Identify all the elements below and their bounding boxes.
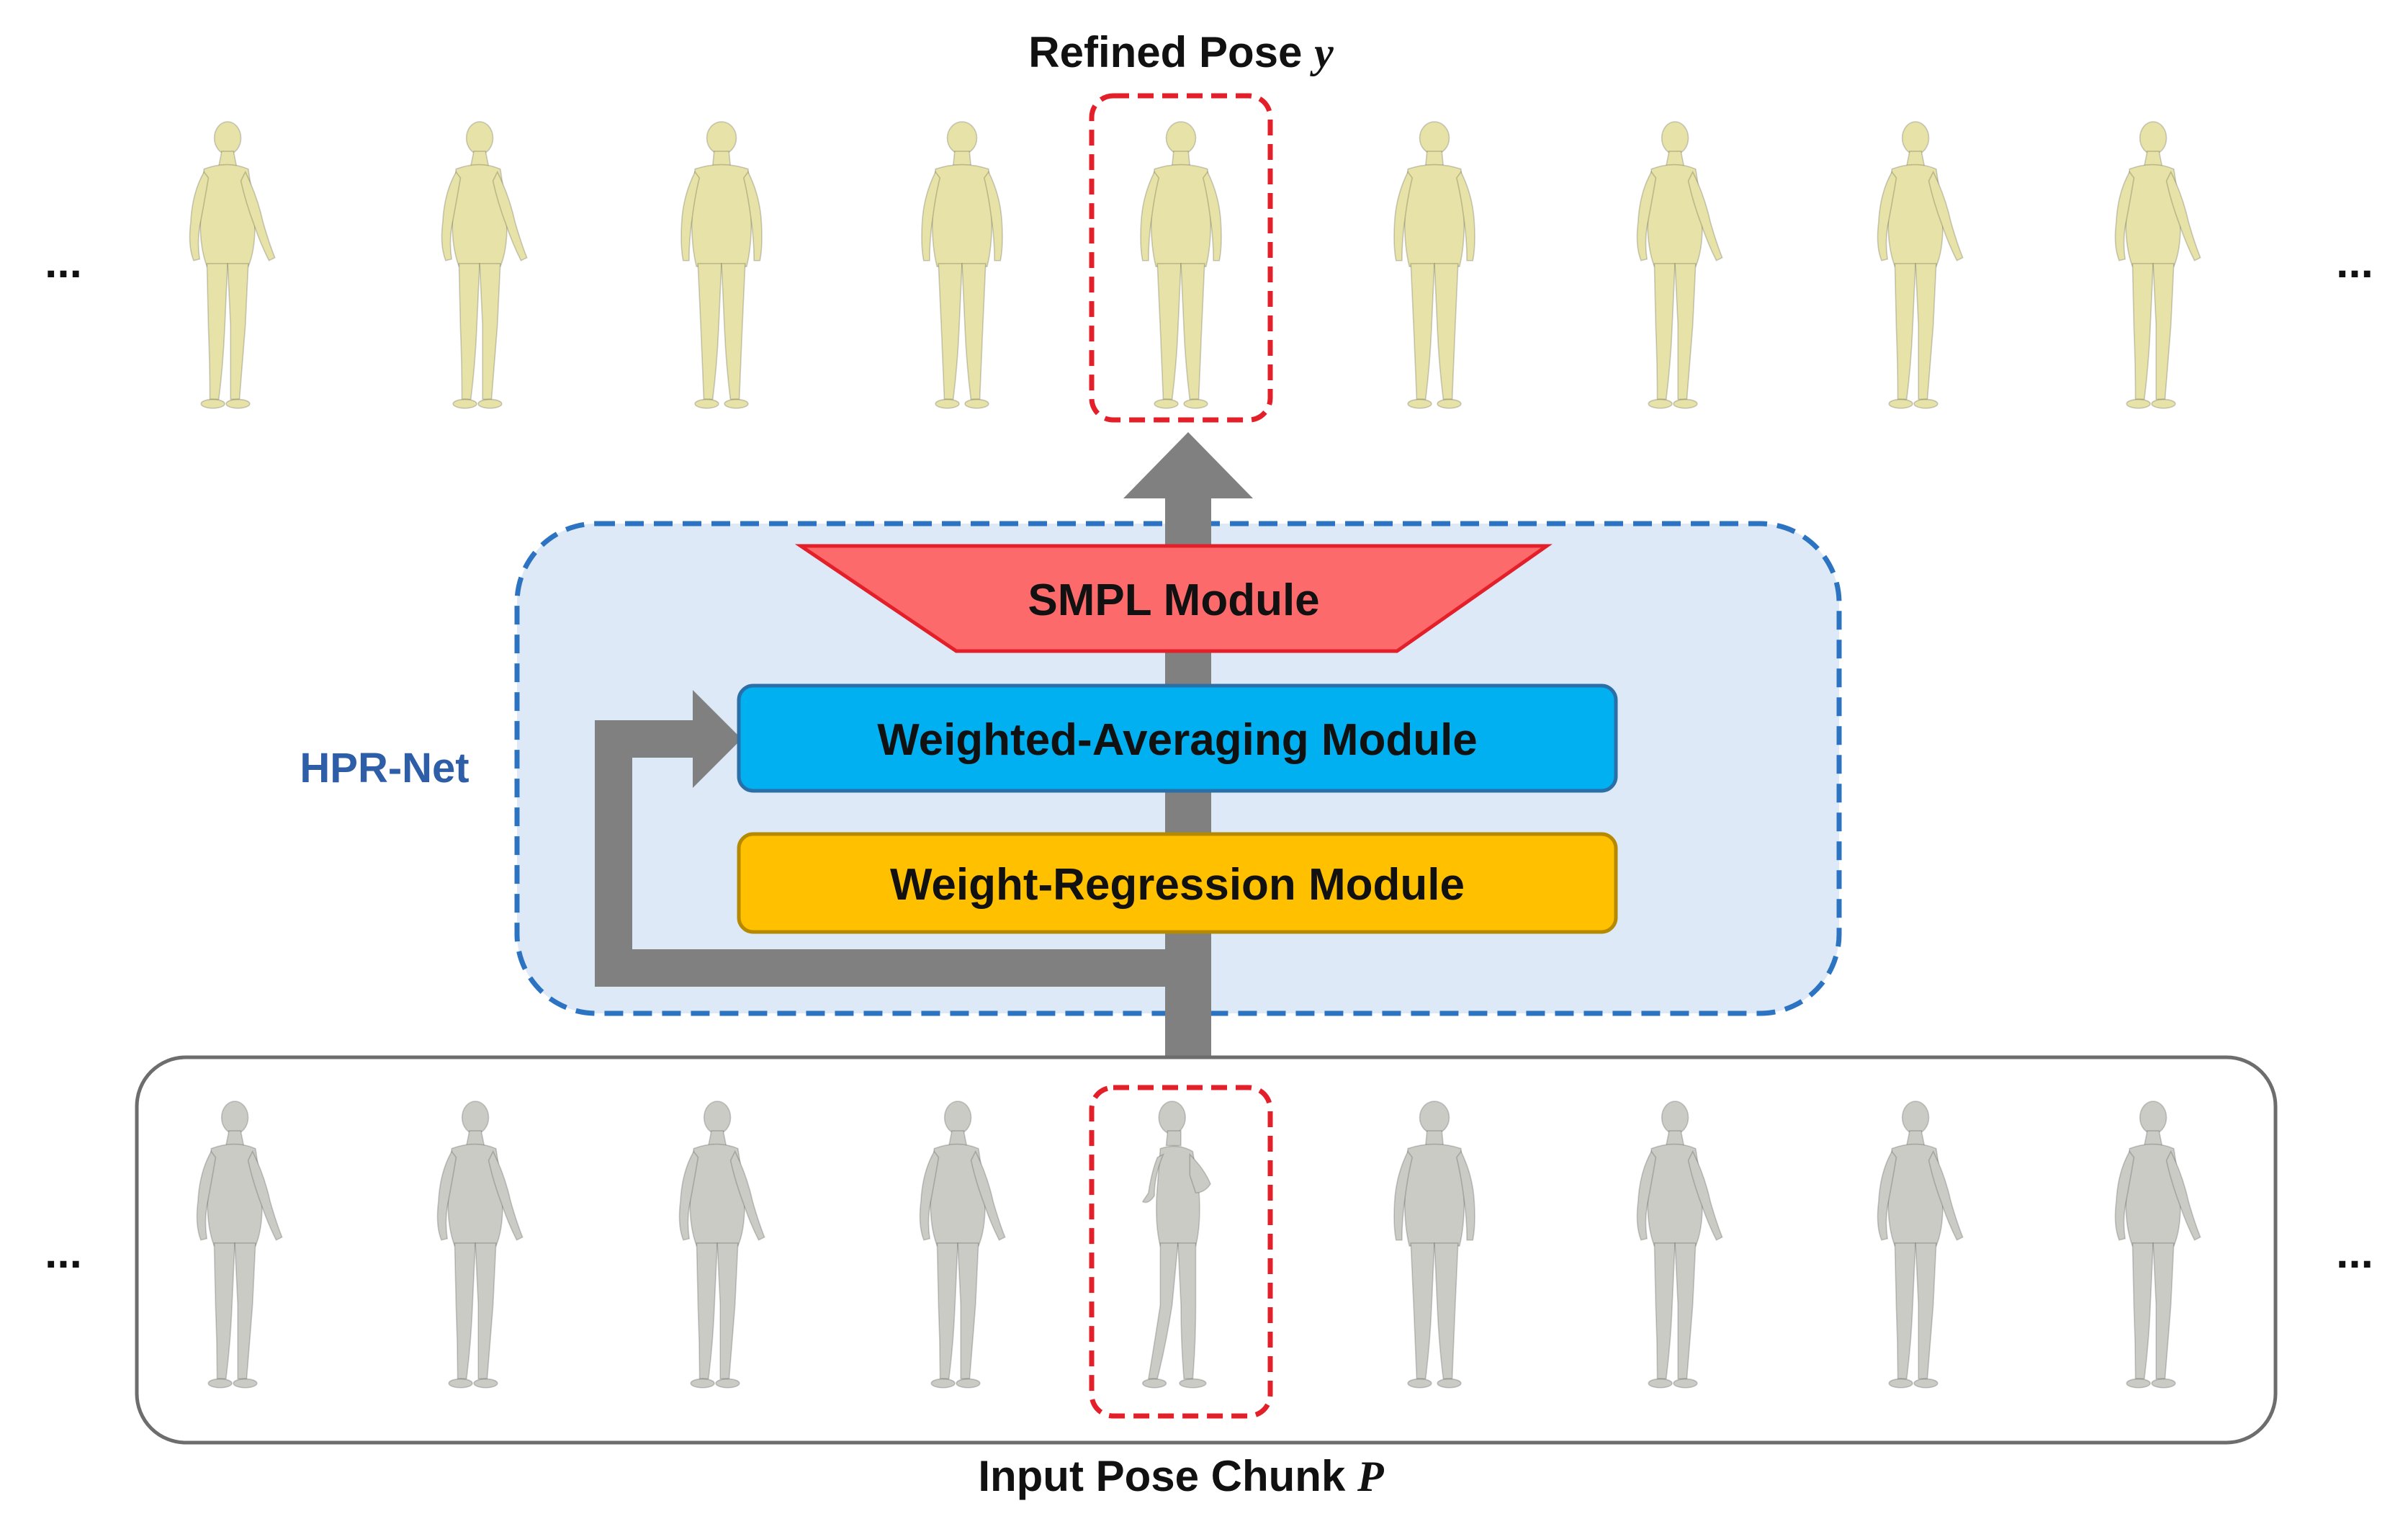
weighted-averaging-module: Weighted-Averaging Module [737, 683, 1618, 793]
skip-connection-arrow [595, 690, 1211, 987]
input-ellipsis-left: ... [45, 1228, 82, 1278]
input-ellipsis-right: ... [2336, 1228, 2373, 1278]
input-pose-title: Input Pose Chunk P [978, 1452, 1385, 1500]
refined-pose-title: Refined Pose y [1028, 28, 1334, 76]
refined-body-figure-7 [1636, 121, 1723, 409]
input-chunk-box [135, 1055, 2278, 1445]
hpr-net-label: HPR-Net [300, 745, 469, 792]
refined-body-figure-9 [2114, 121, 2201, 409]
refined-ellipsis-right: ... [2336, 238, 2373, 287]
refined-body-figure-2 [441, 121, 528, 409]
weight-regression-label: Weight-Regression Module [890, 860, 1465, 910]
refined-body-figure-6 [1393, 121, 1476, 409]
weight-regression-module: Weight-Regression Module [737, 832, 1618, 934]
weighted-averaging-label: Weighted-Averaging Module [877, 715, 1478, 765]
refined-ellipsis-left: ... [45, 238, 82, 287]
refined-body-figure-4 [920, 121, 1004, 409]
smpl-module: SMPL Module [794, 544, 1553, 653]
refined-body-figure-8 [1877, 121, 1964, 409]
smpl-module-label: SMPL Module [1028, 575, 1319, 625]
refined-highlight-box [1089, 93, 1273, 423]
refined-pose-row [189, 121, 2201, 409]
refined-body-figure-1 [189, 121, 276, 409]
refined-body-figure-3 [680, 121, 763, 409]
refined-body-figure-5 [1139, 121, 1223, 409]
